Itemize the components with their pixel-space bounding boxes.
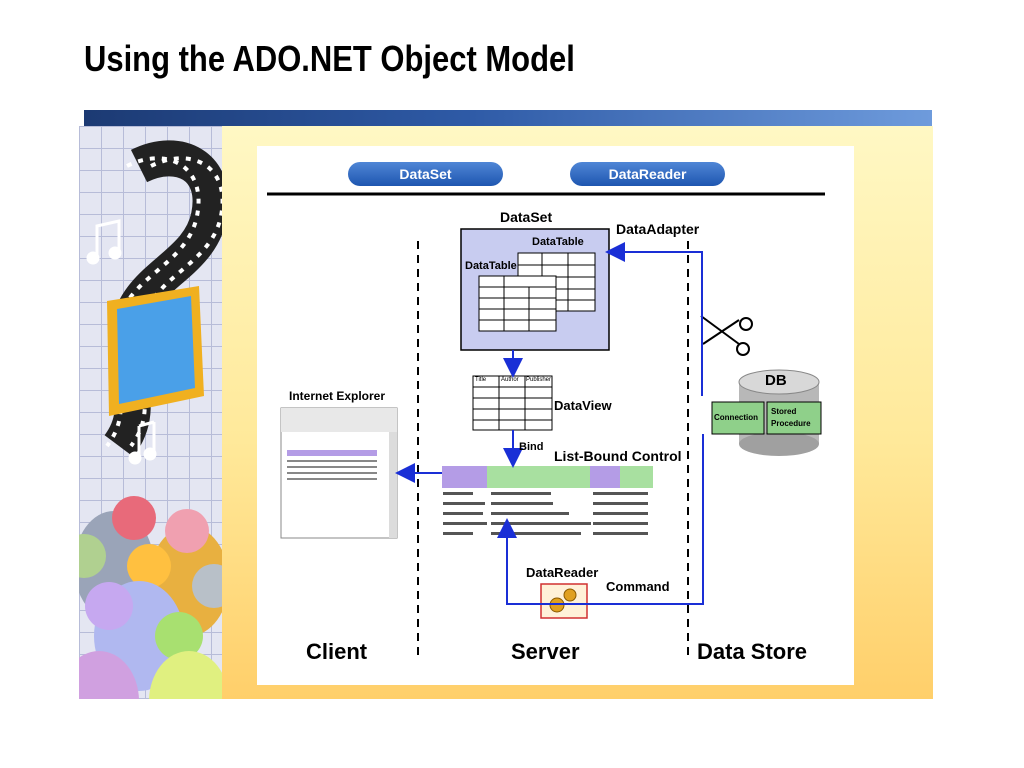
internet-explorer-window [280,407,398,539]
decorative-strip [79,126,222,699]
people-icon [79,496,222,699]
command-label: Command [606,579,670,594]
dataadapter-arrow [605,242,703,396]
scissors-icon [700,315,753,356]
slide-title: Using the ADO.NET Object Model [84,38,575,79]
zone-server: Server [511,639,580,664]
dataview-col-3: Publisher [526,377,552,383]
datatable-back-label: DataTable [532,236,584,248]
music-note-icon [86,219,157,465]
list-bound-grid [442,466,653,535]
datatable-front-grid [478,275,557,332]
internet-explorer-label: Internet Explorer [289,389,386,403]
dataview-label: DataView [554,398,612,413]
dataview-col-2: Author [501,377,519,383]
dataset-tab[interactable]: DataSet [348,162,503,186]
diagram-canvas: DataSet DataReader [257,146,854,685]
dataadapter-label: DataAdapter [616,221,700,237]
connection-label: Connection [714,413,758,422]
datareader-label: DataReader [526,565,599,580]
zone-datastore: Data Store [697,639,808,664]
datareader-tab[interactable]: DataReader [570,162,725,186]
datareader-box [540,583,588,619]
stored-procedure-label: Stored Procedure [771,407,811,428]
list-bound-control-label: List-Bound Control [554,448,682,464]
dataview-grid [472,375,553,431]
dataset-label: DataSet [500,209,553,225]
zone-client: Client [306,639,368,664]
datatable-front-label: DataTable [465,260,517,272]
film-strip-icon [103,140,222,457]
title-bar [84,110,932,126]
bind-label: Bind [519,441,544,453]
command-arrow [497,434,704,605]
db-label: DB [765,372,787,389]
dataview-col-1: Title [475,377,487,383]
db-cylinder [711,369,822,456]
